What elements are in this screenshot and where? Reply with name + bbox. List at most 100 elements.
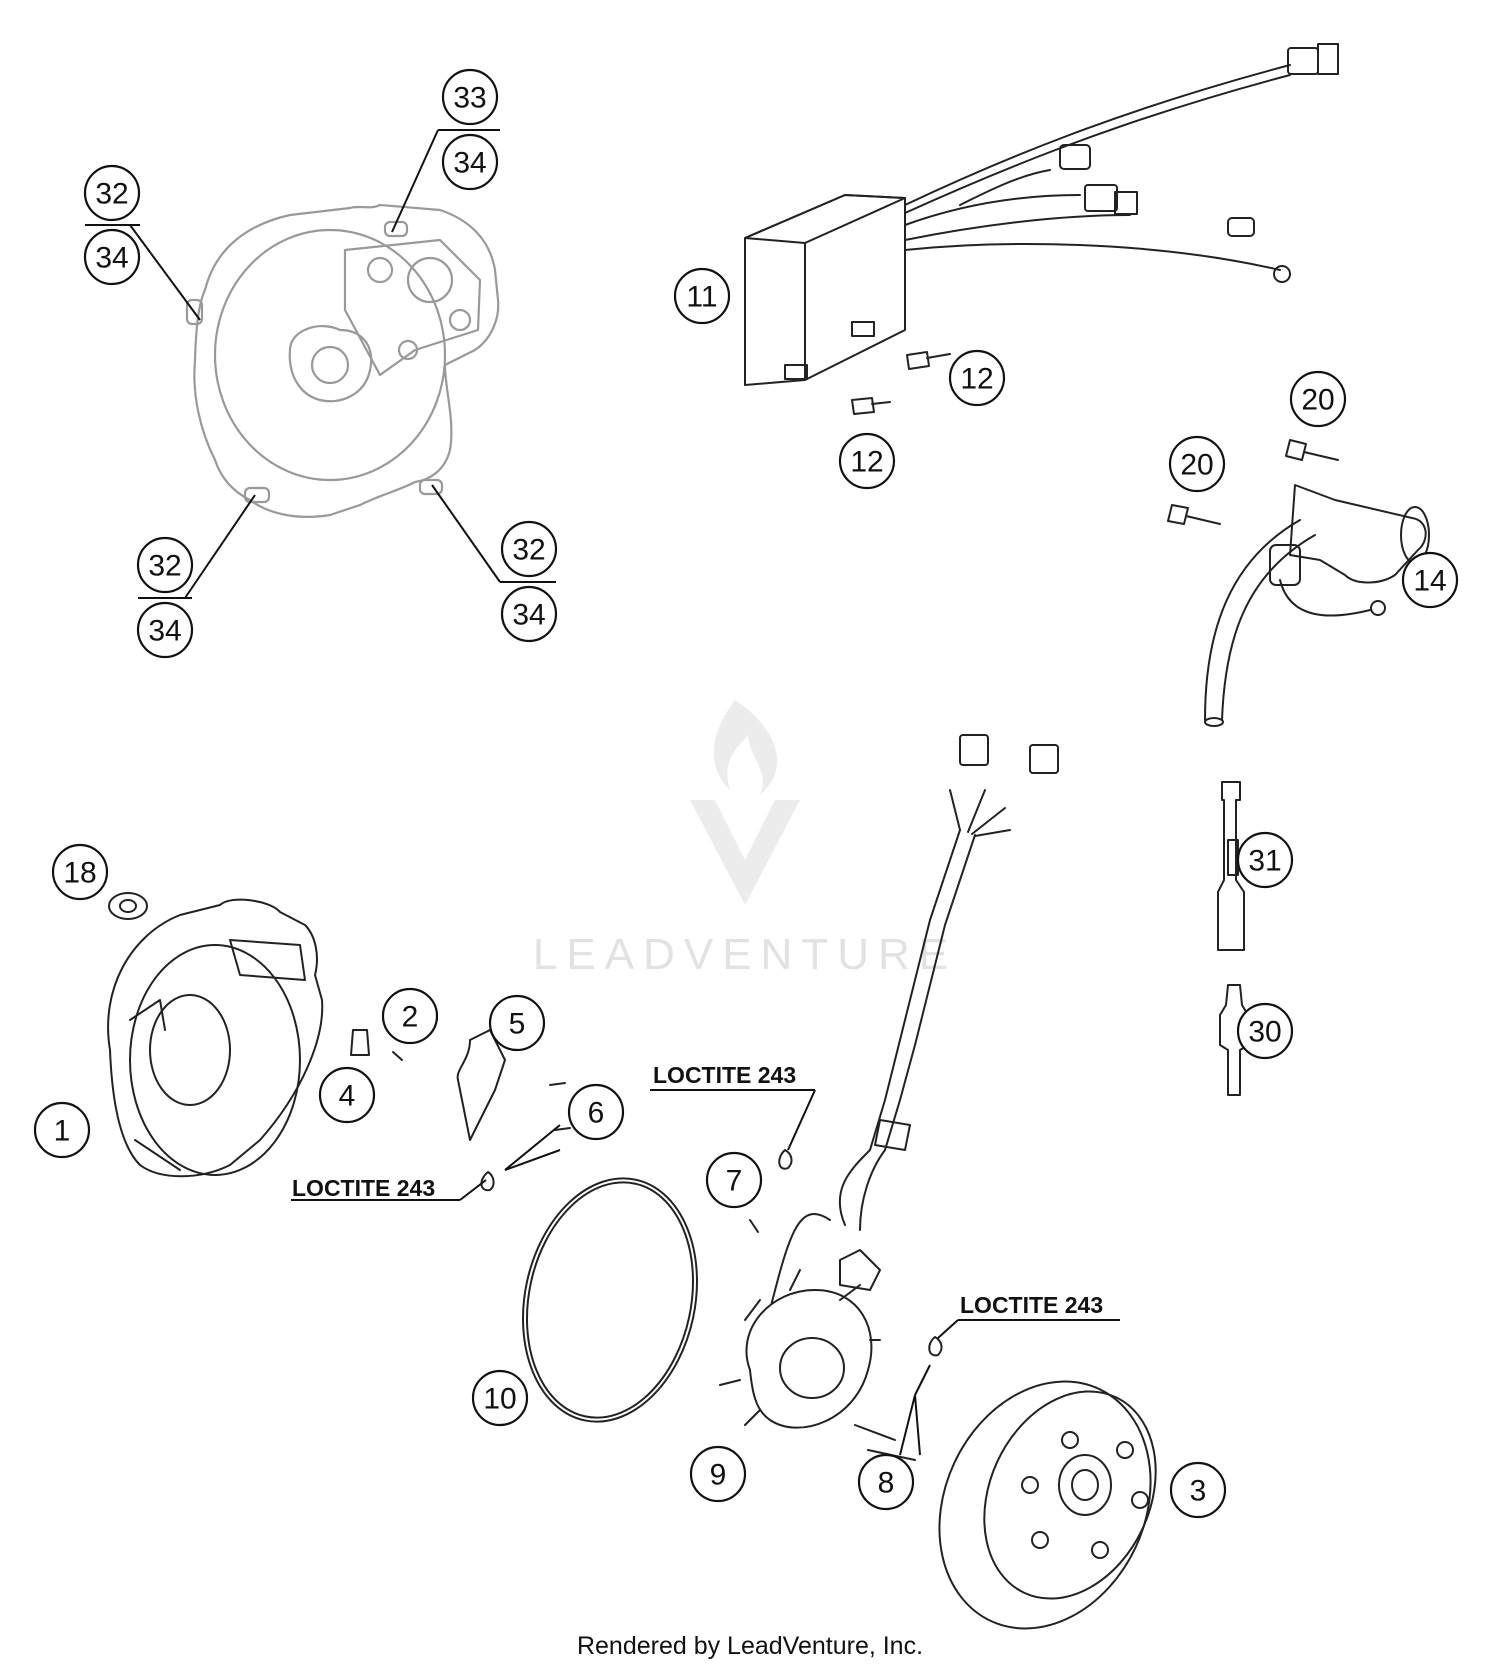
callout-circle [500, 585, 558, 643]
ignition-coil [1204, 484, 1430, 727]
callout-group: 1234567891011121214182020303132343334323… [33, 68, 1459, 1519]
callout-circle [705, 1151, 763, 1209]
callout-number: 34 [453, 147, 486, 180]
callout-c12b: 12 [838, 432, 896, 490]
loctite-note-n1: LOCTITE 243 [292, 1175, 435, 1201]
callout-circle [1169, 1461, 1227, 1519]
callout-number: 32 [148, 550, 181, 583]
flywheel-3 [938, 1380, 1157, 1630]
callout-circle [381, 987, 439, 1045]
callout-number: 10 [483, 1383, 516, 1416]
callout-c34a: 34 [83, 228, 141, 286]
callout-number: 32 [512, 534, 545, 567]
callout-circle [567, 1083, 625, 1141]
callout-number: 1 [54, 1115, 71, 1148]
callout-circle [673, 267, 731, 325]
callout-c30: 30 [1236, 1002, 1294, 1060]
callout-c34d: 34 [500, 585, 558, 643]
screw-7 [749, 1149, 793, 1233]
callout-c4: 4 [318, 1066, 376, 1124]
callout-circle [441, 68, 499, 126]
callout-c34b: 34 [441, 133, 499, 191]
callout-number: 12 [960, 363, 993, 396]
callout-number: 34 [95, 242, 128, 275]
bolts-20 [1167, 439, 1339, 525]
callout-circle [136, 601, 194, 659]
callout-number: 2 [402, 1001, 419, 1034]
callout-circle [136, 536, 194, 594]
callout-circle [1236, 1002, 1294, 1060]
callout-c14: 14 [1401, 551, 1459, 609]
callout-c18: 18 [51, 843, 109, 901]
callout-circle [1168, 435, 1226, 493]
callout-number: 9 [710, 1459, 727, 1492]
callout-number: 14 [1413, 565, 1446, 598]
loctite-note-n2: LOCTITE 243 [653, 1062, 796, 1088]
leader-lines [85, 129, 1120, 1456]
callout-circle [1289, 370, 1347, 428]
callout-c6: 6 [567, 1083, 625, 1141]
callout-c5: 5 [488, 994, 546, 1052]
callout-c9: 9 [689, 1445, 747, 1503]
callout-c1: 1 [33, 1101, 91, 1159]
callout-number: 5 [509, 1008, 526, 1041]
callout-circle [33, 1101, 91, 1159]
callout-number: 20 [1301, 384, 1334, 417]
screws-12 [851, 351, 951, 415]
o-ring-10 [522, 1177, 698, 1423]
callout-c32a: 32 [83, 164, 141, 222]
callout-c7: 7 [705, 1151, 763, 1209]
callout-c31: 31 [1236, 831, 1294, 889]
callout-c3: 3 [1169, 1461, 1227, 1519]
callout-circle [948, 349, 1006, 407]
cdi-wiring-harness [904, 43, 1339, 283]
callout-c34c: 34 [136, 601, 194, 659]
callout-circle [857, 1453, 915, 1511]
ignition-cover-outline [185, 203, 500, 518]
footer-credit: Rendered by LeadVenture, Inc. [576, 1632, 924, 1660]
callout-circle [51, 843, 109, 901]
watermark-logo [690, 700, 800, 905]
callout-circle [488, 994, 546, 1052]
small-parts-2-4-5-6 [350, 1029, 571, 1192]
callout-circle [441, 133, 499, 191]
callout-c20b: 20 [1168, 435, 1226, 493]
callout-number: 12 [850, 446, 883, 479]
callout-circle [1401, 551, 1459, 609]
callout-number: 30 [1248, 1016, 1281, 1049]
callout-number: 11 [686, 281, 717, 314]
callout-number: 32 [95, 178, 128, 211]
callout-c10: 10 [471, 1369, 529, 1427]
callout-number: 6 [588, 1097, 605, 1130]
grommet-18 [108, 892, 148, 920]
callout-circle [83, 164, 141, 222]
callout-circle [1236, 831, 1294, 889]
callout-c2: 2 [381, 987, 439, 1045]
callout-number: 34 [512, 599, 545, 632]
callout-number: 8 [878, 1467, 895, 1500]
callout-c32b: 32 [136, 536, 194, 594]
callout-number: 18 [63, 857, 96, 890]
callout-number: 34 [148, 615, 181, 648]
callout-c11: 11 [673, 267, 731, 325]
callout-number: 33 [453, 82, 486, 115]
callout-c8: 8 [857, 1453, 915, 1511]
callout-c12a: 12 [948, 349, 1006, 407]
callout-number: 3 [1190, 1475, 1207, 1508]
spark-plug [1219, 984, 1249, 1096]
spark-plug-connector [1217, 781, 1245, 951]
watermark-text: LEADVENTURE [532, 930, 958, 979]
loctite-note-n3: LOCTITE 243 [960, 1292, 1103, 1318]
cdi-unit [744, 194, 906, 386]
callout-circle [838, 432, 896, 490]
callout-number: 4 [339, 1080, 356, 1113]
ignition-cover-1 [107, 898, 324, 1178]
callout-c20a: 20 [1289, 370, 1347, 428]
callout-circle [500, 520, 558, 578]
callout-number: 7 [726, 1165, 743, 1198]
callout-number: 20 [1180, 449, 1213, 482]
callout-c33: 33 [441, 68, 499, 126]
callout-number: 31 [1248, 845, 1281, 878]
